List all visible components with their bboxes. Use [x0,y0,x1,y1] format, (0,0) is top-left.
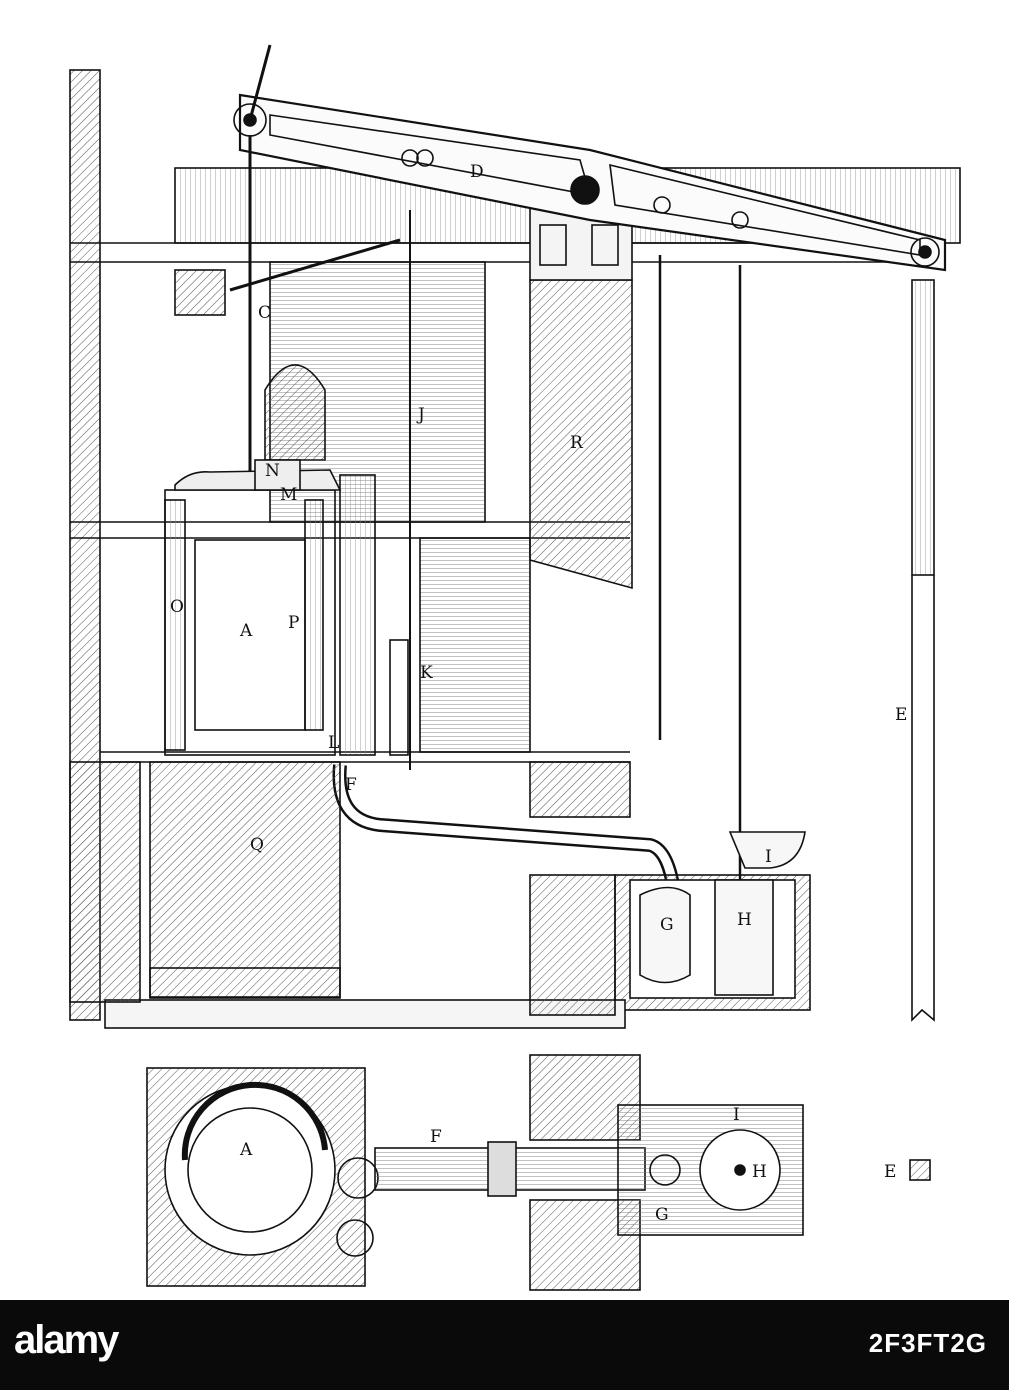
arched-window [264,364,326,461]
plan-label-H: H [752,1162,767,1182]
plan-label-A: A [239,1140,253,1160]
label-Q: Q [250,835,264,855]
label-J: J [416,405,425,425]
label-G: G [660,915,674,935]
label-K: K [420,663,433,683]
label-I: I [765,847,772,867]
plan-label-I: I [733,1105,740,1125]
label-M: M [280,485,297,505]
staircase-lower [419,537,531,753]
label-L: L [328,733,339,753]
label-A: A [239,621,253,641]
label-N: N [265,461,280,481]
label-C: C [258,303,271,323]
label-F: F [345,775,357,795]
pump-rod-E [911,279,935,576]
plan-label-E: E [884,1162,896,1182]
label-E: E [895,705,907,725]
stock-image-id: 2F3FT2G [868,1328,987,1358]
label-P: P [288,613,299,633]
label-R: R [570,433,584,453]
plan-label-F: F [430,1127,442,1147]
air-pump-H [714,879,774,996]
brand-logo[interactable]: alamy [14,1318,119,1362]
plan-label-G: G [655,1205,669,1225]
valve-chest [339,474,376,756]
condenser-G [639,886,691,984]
label-O: O [170,597,184,617]
label-D: D [470,162,484,182]
label-H: H [737,910,752,930]
foundation-Q [149,761,341,998]
plan-pit-rod-E [909,1159,931,1181]
hot-well-I [728,831,806,869]
steam-engine-engraving: D C J R N M O A P K E L F Q I H G A F I … [69,44,961,1291]
stock-footer-bar: alamy 2F3FT2G [0,1300,1009,1390]
